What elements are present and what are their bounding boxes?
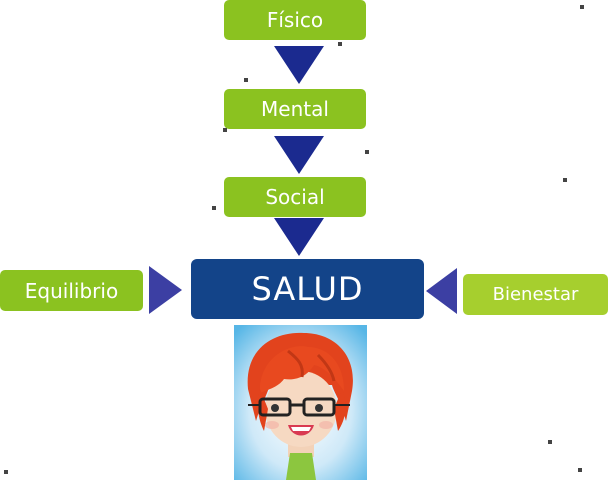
speck	[365, 150, 369, 154]
arrow-down-3	[274, 218, 324, 256]
node-mental-label: Mental	[261, 97, 329, 121]
node-salud-label: SALUD	[251, 270, 364, 308]
woman-portrait-image	[234, 325, 367, 480]
speck	[244, 78, 248, 82]
arrow-down-1	[274, 46, 324, 84]
node-fisico-label: Físico	[266, 8, 324, 32]
speck	[563, 178, 567, 182]
arrow-down-2	[274, 136, 324, 174]
arrow-left-bienestar	[426, 268, 457, 314]
speck	[548, 440, 552, 444]
node-social: Social	[224, 177, 366, 217]
speck	[223, 128, 227, 132]
node-social-label: Social	[265, 185, 325, 209]
node-equilibrio: Equilibrio	[0, 270, 143, 311]
node-equilibrio-label: Equilibrio	[24, 278, 119, 303]
node-bienestar: Bienestar	[463, 274, 608, 315]
node-mental: Mental	[224, 89, 366, 129]
arrow-right-equilibrio	[149, 266, 182, 314]
speck	[212, 206, 216, 210]
speck	[580, 5, 584, 9]
speck	[338, 42, 342, 46]
speck	[4, 470, 8, 474]
node-bienestar-label: Bienestar	[492, 284, 579, 305]
node-salud: SALUD	[191, 259, 424, 319]
node-fisico: Físico	[224, 0, 366, 40]
speck	[578, 468, 582, 472]
